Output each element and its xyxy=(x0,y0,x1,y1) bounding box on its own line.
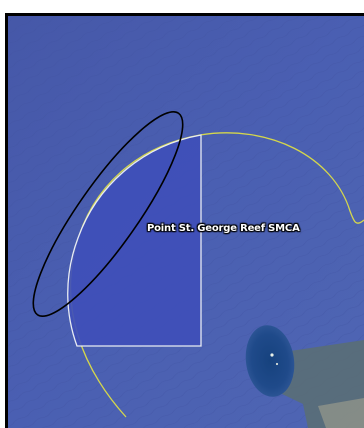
protected-area-polygon[interactable] xyxy=(67,134,202,347)
area-label[interactable]: Point St. George Reef SMCA xyxy=(147,223,300,234)
rock-marker-small xyxy=(275,362,279,366)
land-patch-gray xyxy=(318,398,364,428)
rock-marker xyxy=(270,353,274,357)
annotation-ellipse xyxy=(32,110,184,318)
map-frame: Point St. George Reef SMCA xyxy=(5,13,364,428)
map-canvas[interactable] xyxy=(8,16,364,428)
dark-water-patch xyxy=(245,325,295,397)
map-view[interactable]: Point St. George Reef SMCA xyxy=(8,16,364,428)
